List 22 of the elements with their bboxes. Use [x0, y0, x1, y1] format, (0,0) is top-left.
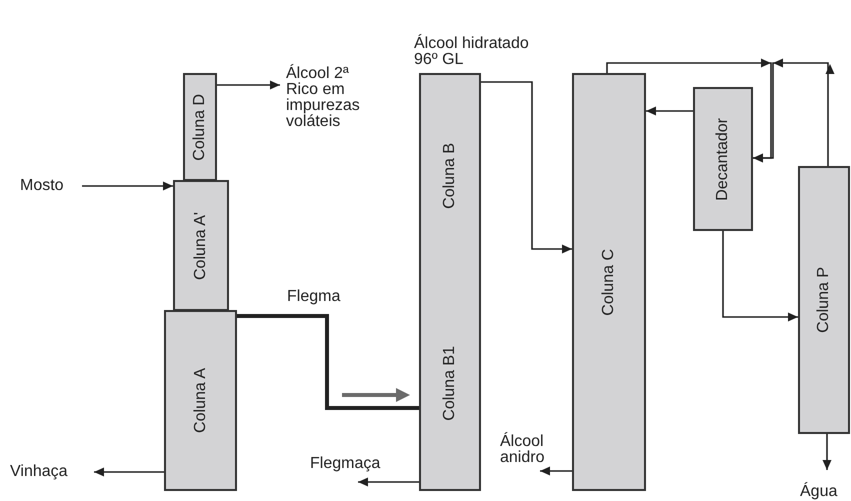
- column-label: Coluna P: [816, 267, 832, 333]
- column-label: Decantador: [715, 118, 731, 200]
- edge-label: Flegma: [287, 289, 340, 305]
- stream-label: Álcool 2ª Rico em impurezas voláteis: [286, 66, 378, 130]
- column-box: [572, 73, 646, 491]
- stream-label: Água: [800, 484, 840, 500]
- column-label: Coluna D: [192, 94, 208, 160]
- column-label: Coluna B1: [442, 346, 458, 421]
- stream-label: Vinhaça: [10, 464, 76, 480]
- column-box: [798, 166, 850, 434]
- stream-label: Álcool anidro: [500, 434, 566, 466]
- column-label: Coluna A: [192, 368, 208, 433]
- column-label: Coluna B: [442, 143, 458, 210]
- stream-label: Mosto: [20, 178, 72, 194]
- column-label: Coluna A': [193, 212, 209, 280]
- column-box: [173, 180, 229, 311]
- column-label: Coluna C: [601, 248, 617, 316]
- column-box: [164, 310, 237, 491]
- stream-label: Flegmaça: [310, 456, 410, 472]
- column-box: [419, 73, 481, 491]
- column-box: [693, 87, 753, 231]
- column-box: [183, 73, 217, 181]
